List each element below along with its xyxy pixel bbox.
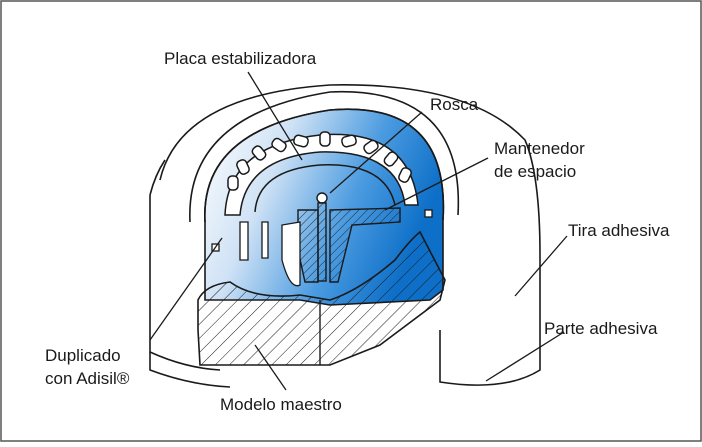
label-adhesive-strip: Tira adhesiva xyxy=(568,221,670,240)
leader-lines xyxy=(149,71,568,391)
label-space-maintainer-2: de espacio xyxy=(494,162,576,181)
label-space-maintainer-1: Mantenedor xyxy=(494,139,585,158)
marker-right xyxy=(424,209,433,218)
master-model xyxy=(197,230,446,366)
stabilizer-plate xyxy=(224,131,419,216)
label-duplicate-1: Duplicado xyxy=(45,346,121,365)
label-master-model: Modelo maestro xyxy=(220,395,342,414)
label-duplicate-2: con Adisil® xyxy=(45,369,130,388)
thread xyxy=(316,192,328,282)
label-thread: Rosca xyxy=(430,95,479,114)
label-adhesive-part: Parte adhesiva xyxy=(544,319,658,338)
label-stabilizer-plate: Placa estabilizadora xyxy=(164,49,317,68)
adhesive-strip xyxy=(149,84,541,388)
